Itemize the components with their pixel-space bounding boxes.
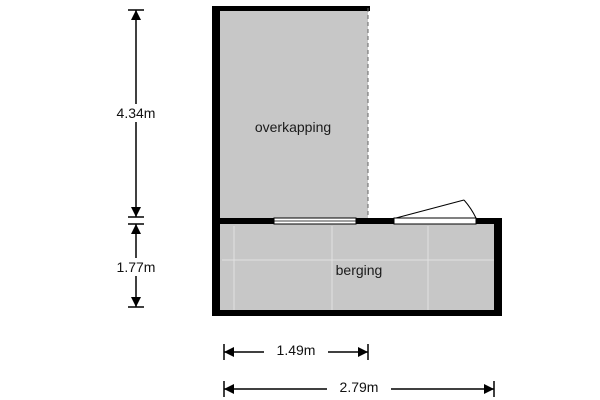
arrow-up-icon <box>131 224 141 234</box>
dimension-label-1-77: 1.77m <box>117 259 156 275</box>
dimension-label-2-79: 2.79m <box>340 379 379 395</box>
door-leaf <box>395 199 465 219</box>
wall-middle-right <box>476 218 502 224</box>
arrow-right-icon <box>484 384 494 394</box>
dim-label-background <box>104 258 168 276</box>
wall-middle-center <box>356 218 394 224</box>
horizontal-dimension-lower: 2.79m <box>223 378 495 397</box>
door-opening <box>393 217 477 225</box>
arrow-left-icon <box>224 347 234 357</box>
dim-label-background <box>104 104 168 122</box>
arrow-down-icon <box>131 297 141 307</box>
arrow-up-icon <box>131 10 141 20</box>
dim-label-background <box>264 341 328 359</box>
vertical-dimension-top: 4.34m <box>104 9 168 218</box>
arrow-right-icon <box>358 347 368 357</box>
door-swing-arc-icon <box>463 199 477 219</box>
wall-top <box>212 6 370 11</box>
wall-bottom <box>212 310 502 316</box>
vertical-dimension-bottom: 1.77m <box>104 223 168 308</box>
wall-right <box>494 218 502 316</box>
wall-left <box>212 6 220 316</box>
wall-middle-left <box>212 218 274 224</box>
overkapping-floor <box>218 10 368 220</box>
room-label-overkapping: overkapping <box>255 119 331 135</box>
room-overkapping: overkapping <box>212 6 370 316</box>
berging-floor <box>220 224 496 312</box>
room-label-berging: berging <box>336 262 383 278</box>
dim-label-background <box>327 378 391 396</box>
dimension-label-1-49: 1.49m <box>277 342 316 358</box>
arrow-down-icon <box>131 207 141 217</box>
room-berging: berging <box>212 199 502 316</box>
horizontal-dimension-upper: 1.49m <box>223 341 369 360</box>
dimension-label-4-34: 4.34m <box>117 105 156 121</box>
arrow-left-icon <box>224 384 234 394</box>
